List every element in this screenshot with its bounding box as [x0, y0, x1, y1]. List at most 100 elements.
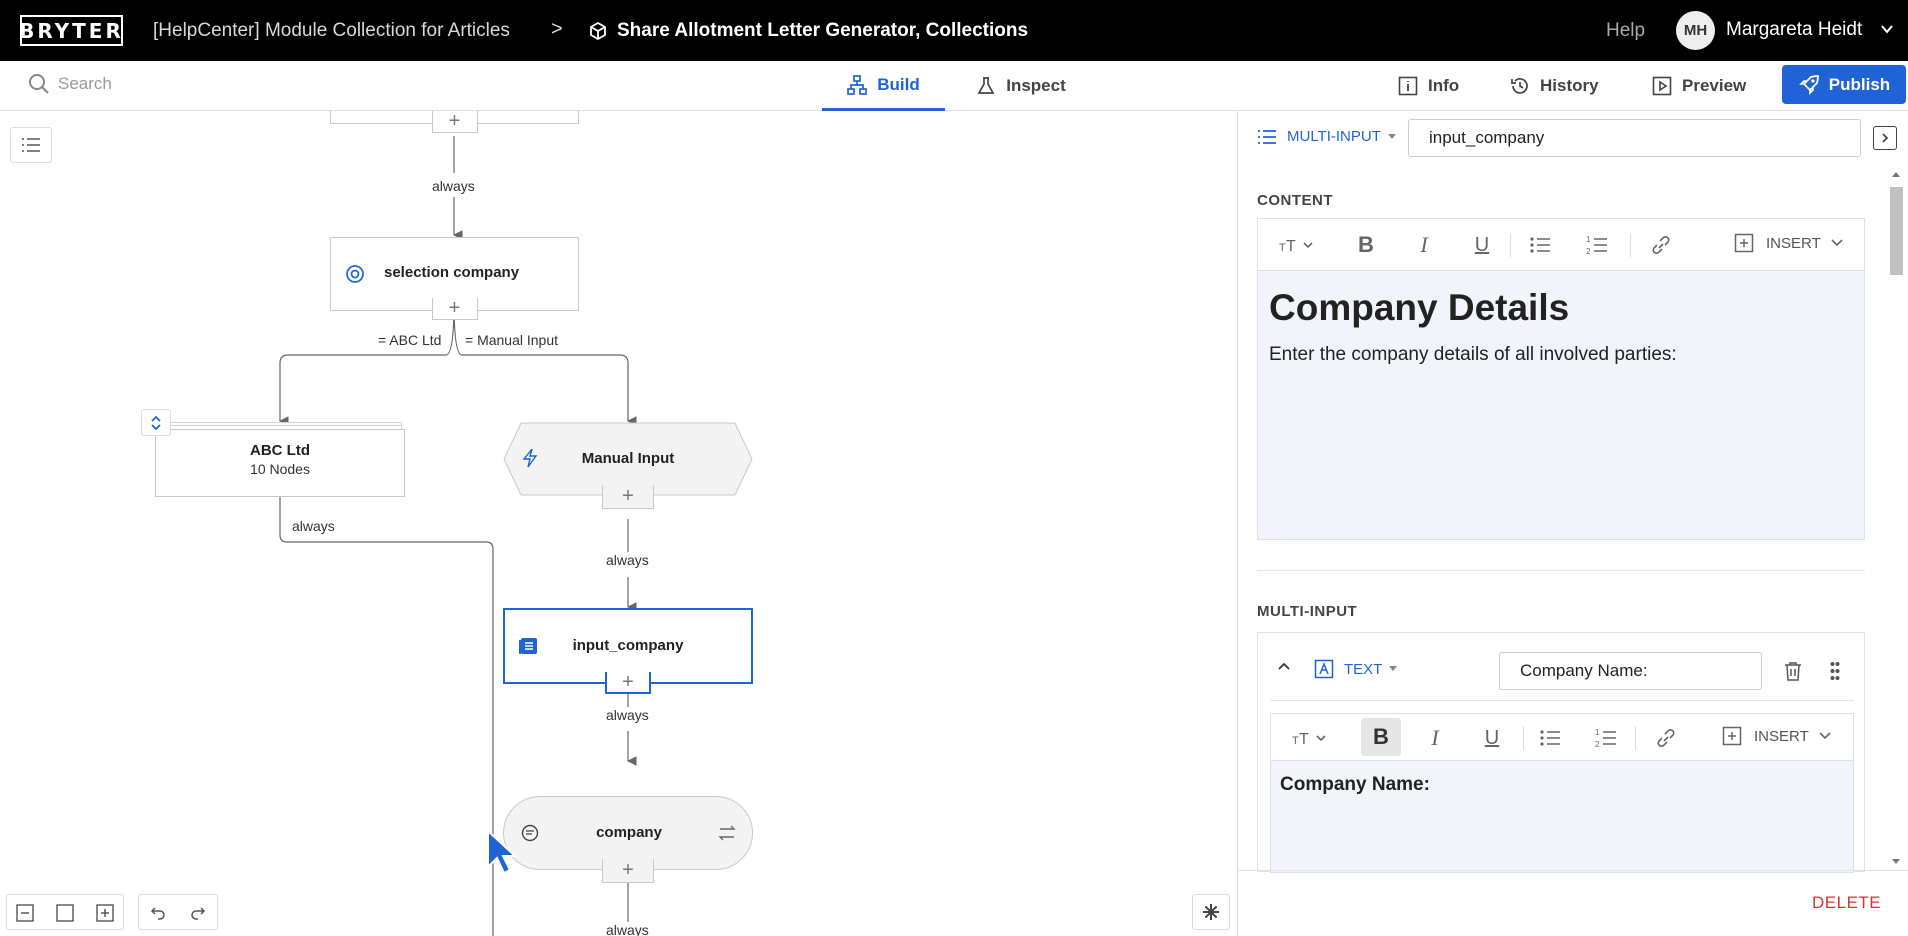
- list-form-icon: [519, 638, 537, 654]
- collapse-panel-button[interactable]: [1873, 126, 1897, 150]
- target-icon: [346, 265, 364, 283]
- preview-label: Preview: [1682, 76, 1747, 95]
- field-label-input[interactable]: [1499, 652, 1762, 690]
- previous-node[interactable]: +: [330, 111, 579, 133]
- insert-dropdown[interactable]: INSERT: [1722, 726, 1831, 746]
- zoom-out-icon[interactable]: [16, 904, 34, 922]
- trash-icon[interactable]: [1784, 661, 1802, 681]
- zoom-in-icon[interactable]: [96, 904, 114, 922]
- fit-screen-icon[interactable]: [56, 904, 74, 922]
- bold-icon[interactable]: B: [1358, 232, 1374, 257]
- bold-icon[interactable]: B: [1361, 718, 1401, 756]
- avatar[interactable]: MH: [1676, 11, 1715, 50]
- info-icon: [1398, 76, 1418, 96]
- expand-collapse-button[interactable]: [141, 409, 171, 436]
- scroll-up-icon[interactable]: [1891, 170, 1901, 178]
- node-abc-ltd[interactable]: ABC Ltd 10 Nodes: [155, 429, 405, 497]
- publish-button[interactable]: Publish: [1782, 65, 1906, 104]
- underline-icon[interactable]: U: [1474, 233, 1490, 256]
- link-icon[interactable]: [1655, 728, 1677, 748]
- node-label: input_company: [572, 637, 684, 654]
- svg-text:2: 2: [1586, 247, 1591, 256]
- add-node-button[interactable]: +: [602, 859, 654, 883]
- flow-canvas[interactable]: + always selection company + = ABC Ltd =…: [0, 111, 1237, 936]
- field-content-text[interactable]: Company Name:: [1280, 774, 1430, 795]
- user-name[interactable]: Margareta Heidt: [1726, 19, 1863, 40]
- undo-icon[interactable]: [150, 905, 166, 921]
- add-node-button[interactable]: +: [602, 485, 654, 509]
- node-label: company: [596, 824, 662, 841]
- node-manual-input[interactable]: Manual Input: [503, 422, 753, 496]
- help-link[interactable]: Help: [1606, 20, 1646, 41]
- search-icon: [29, 74, 49, 94]
- node-name-input[interactable]: [1408, 119, 1861, 157]
- numbered-list-icon[interactable]: 12: [1595, 727, 1617, 749]
- chat-bubble-icon: [521, 824, 539, 842]
- numbered-list-icon[interactable]: 12: [1586, 234, 1608, 256]
- plus-square-icon: [1734, 233, 1754, 253]
- node-company[interactable]: company: [503, 796, 753, 870]
- italic-icon[interactable]: I: [1420, 232, 1428, 257]
- plus-square-icon: [1722, 726, 1742, 746]
- module-cube-icon: [590, 21, 606, 41]
- flask-icon: [977, 77, 995, 94]
- add-node-button[interactable]: +: [605, 671, 651, 694]
- tab-inspect[interactable]: Inspect: [966, 61, 1076, 111]
- node-selection-company[interactable]: selection company +: [330, 237, 579, 320]
- delete-button[interactable]: DELETE: [1812, 893, 1882, 912]
- scroll-down-icon[interactable]: [1891, 858, 1901, 866]
- insert-label: INSERT: [1766, 234, 1821, 252]
- sitemap-icon: [847, 74, 868, 95]
- toolbar-divider: [1630, 233, 1631, 257]
- list-icon: [1258, 129, 1276, 144]
- card-divider: [1270, 700, 1854, 701]
- node-input-company[interactable]: input_company +: [503, 608, 753, 694]
- caret-down-icon: [1389, 666, 1398, 671]
- toolbar-divider: [1510, 233, 1511, 257]
- panel-scrollbar[interactable]: [1888, 170, 1905, 870]
- node-type-dropdown[interactable]: MULTI-INPUT: [1257, 128, 1407, 145]
- insert-dropdown[interactable]: INSERT: [1734, 233, 1843, 253]
- info-button[interactable]: Info: [1398, 61, 1459, 111]
- svg-text:2: 2: [1595, 740, 1600, 749]
- redo-icon[interactable]: [190, 905, 206, 921]
- chevron-down-icon[interactable]: [1880, 22, 1894, 36]
- bryter-logo[interactable]: BRYTER: [19, 15, 123, 46]
- breadcrumb-module[interactable]: [HelpCenter] Module Collection for Artic…: [153, 20, 510, 41]
- add-node-button[interactable]: +: [431, 111, 478, 133]
- link-icon[interactable]: [1650, 235, 1672, 255]
- svg-text:T: T: [1286, 238, 1296, 255]
- publish-label: Publish: [1828, 74, 1891, 94]
- toolbar-divider: [1523, 726, 1524, 750]
- underline-icon[interactable]: U: [1484, 726, 1500, 749]
- content-section-title: CONTENT: [1257, 192, 1333, 209]
- list-icon: [22, 138, 40, 152]
- preview-button[interactable]: Preview: [1652, 61, 1746, 111]
- history-button[interactable]: History: [1510, 61, 1599, 111]
- tab-build[interactable]: Build: [822, 61, 945, 111]
- chevron-up-icon[interactable]: [1278, 662, 1290, 670]
- search-input[interactable]: [58, 70, 358, 98]
- bullet-list-icon[interactable]: [1539, 728, 1561, 748]
- canvas-settings-button[interactable]: [1192, 894, 1230, 930]
- bullet-list-icon[interactable]: [1529, 235, 1551, 255]
- multi-input-section-title: MULTI-INPUT: [1257, 603, 1358, 620]
- edge-label-always: always: [604, 707, 651, 723]
- drag-handle-icon[interactable]: [1830, 661, 1840, 681]
- add-node-button[interactable]: +: [431, 297, 478, 320]
- toolbar-divider: [1635, 726, 1636, 750]
- content-heading[interactable]: Company Details: [1269, 287, 1570, 328]
- content-body[interactable]: Enter the company details of all involve…: [1269, 344, 1677, 365]
- field-type-dropdown[interactable]: TEXT: [1314, 659, 1398, 679]
- italic-icon[interactable]: I: [1431, 725, 1439, 750]
- edge-label-abc: = ABC Ltd: [376, 332, 444, 348]
- insert-label: INSERT: [1754, 727, 1809, 745]
- chevron-down-icon: [1831, 239, 1843, 247]
- edge-label-manual: = Manual Input: [463, 332, 561, 348]
- scroll-thumb[interactable]: [1890, 187, 1903, 275]
- outline-toggle-button[interactable]: [10, 127, 52, 163]
